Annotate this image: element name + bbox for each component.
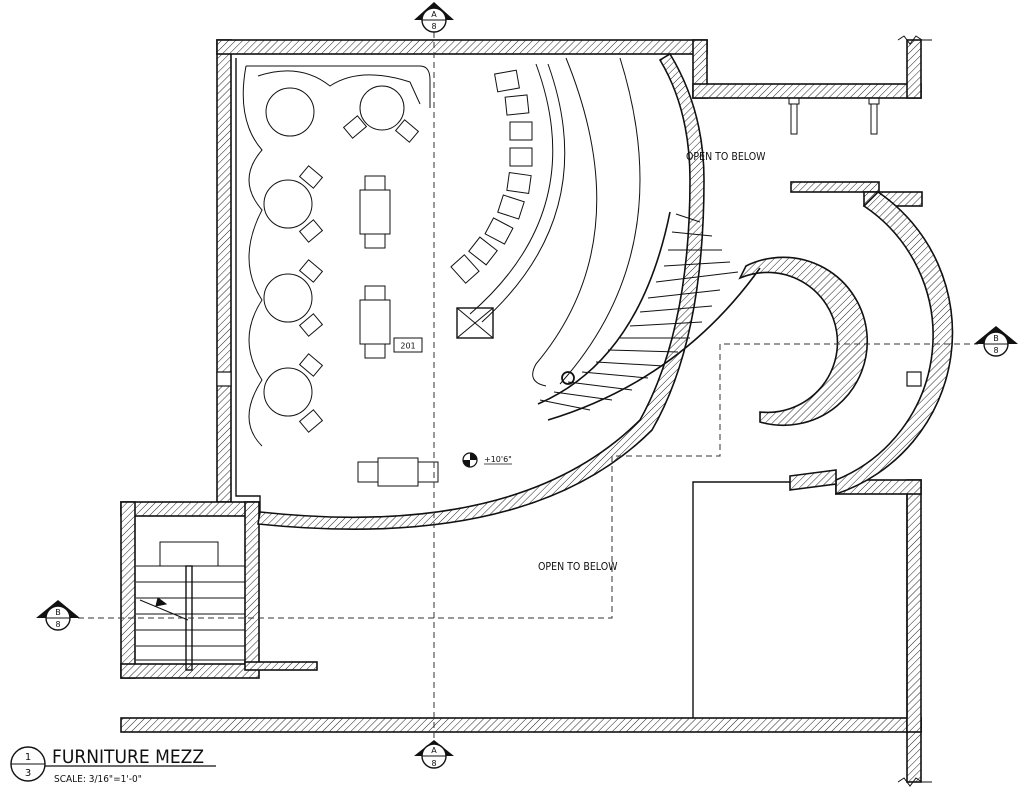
marker-letter: A	[431, 746, 437, 755]
wall-stair-west	[120, 501, 136, 679]
bar-cube	[456, 307, 494, 339]
marker-sheet: 8	[431, 22, 436, 31]
round-table	[263, 367, 313, 417]
drawing-scale: SCALE: 3/16"=1'-0"	[54, 774, 142, 785]
floor-boundary	[235, 58, 261, 512]
round-table	[359, 85, 405, 131]
round-table	[265, 87, 315, 137]
wall-curved-east	[835, 190, 954, 496]
section-marker-left: B 8	[36, 600, 80, 631]
wall-stair-east	[244, 501, 260, 669]
exit-stair	[136, 541, 245, 671]
wall-stair-north	[120, 501, 260, 517]
banquette-seating	[242, 65, 431, 447]
wall-north-east	[692, 83, 922, 99]
bar-counter	[450, 57, 641, 387]
open-to-below-label: OPEN TO BELOW	[686, 151, 766, 163]
wall-curved-bottom	[789, 469, 837, 491]
room-number: 201	[400, 342, 415, 351]
room-tag	[393, 337, 423, 353]
round-table	[263, 179, 313, 229]
wall-curve-stub	[790, 181, 880, 193]
elevation-label: +10'6"	[484, 455, 512, 464]
wall-south	[120, 717, 922, 733]
marker-letter: B	[55, 608, 61, 617]
sheet-number: 3	[25, 768, 31, 779]
elevation-marker: +10'6"	[462, 452, 512, 468]
curved-stair	[537, 211, 761, 421]
fixtures	[788, 97, 880, 135]
wall-east	[906, 479, 922, 733]
marker-sheet: 8	[431, 759, 436, 768]
section-lines	[78, 32, 978, 742]
open-to-below-label: OPEN TO BELOW	[538, 561, 618, 573]
void-box	[692, 481, 908, 718]
rect-tables	[357, 175, 439, 487]
title-block: 1 3 FURNITURE MEZZ SCALE: 3/16"=1'-0"	[10, 746, 216, 785]
marker-letter: B	[993, 334, 999, 343]
drawing-title: FURNITURE MEZZ	[52, 746, 204, 768]
marker-letter: A	[431, 10, 437, 19]
wall-west	[216, 39, 232, 503]
wall-stair-south	[120, 663, 260, 679]
marker-sheet: 8	[55, 620, 60, 629]
wall-spiral	[738, 256, 868, 427]
column-west	[216, 371, 232, 387]
mezzanine-edge	[257, 52, 705, 531]
column-east	[906, 371, 922, 387]
wall-north-east-return	[906, 39, 922, 99]
section-marker-right: B 8	[974, 326, 1018, 357]
walls	[120, 39, 923, 783]
wall-stair-landing	[244, 661, 318, 671]
marker-sheet: 8	[993, 346, 998, 355]
round-table	[263, 273, 313, 323]
view-number: 1	[25, 752, 31, 763]
section-marker-top: A 8	[414, 2, 454, 33]
break-lines	[897, 35, 932, 787]
wall-north	[216, 39, 708, 55]
section-marker-bottom: A 8	[414, 740, 454, 769]
